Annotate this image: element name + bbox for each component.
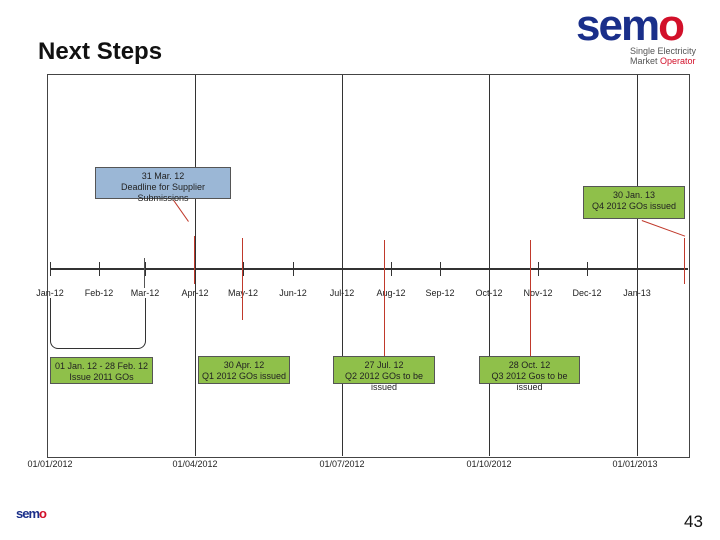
event-marker bbox=[194, 236, 195, 284]
month-tick bbox=[440, 262, 441, 276]
month-tick bbox=[587, 262, 588, 276]
callout-text: Q1 2012 GOs issued bbox=[201, 371, 287, 381]
callout-q3-2012: 28 Oct. 12 Q3 2012 Gos to be issued bbox=[479, 356, 580, 392]
callout-date: 30 Apr. 12 bbox=[223, 360, 265, 370]
month-tick bbox=[293, 262, 294, 276]
month-tick bbox=[195, 262, 196, 276]
logo-subtitle-line2: Market Operator bbox=[630, 56, 696, 66]
month-tick bbox=[243, 262, 244, 276]
callout-q1-2012: 30 Apr. 12 Q1 2012 GOs issued bbox=[198, 356, 290, 384]
event-marker bbox=[384, 240, 385, 356]
month-label: Jul-12 bbox=[329, 288, 355, 298]
month-label: Aug-12 bbox=[376, 288, 406, 298]
month-label: Jan-12 bbox=[36, 288, 64, 298]
quarter-date-label: 01/01/2012 bbox=[27, 459, 73, 469]
month-tick bbox=[489, 262, 490, 276]
callout-date: 31 Mar. 12 bbox=[141, 171, 185, 181]
month-label: Feb-12 bbox=[84, 288, 114, 298]
date-range-brace bbox=[50, 298, 146, 349]
month-tick bbox=[50, 262, 51, 276]
quarter-date-label: 01/07/2012 bbox=[319, 459, 365, 469]
callout-q4-2012: 30 Jan. 13 Q4 2012 GOs issued bbox=[583, 186, 685, 219]
callout-date: 30 Jan. 13 bbox=[612, 190, 656, 200]
month-label: Jun-12 bbox=[279, 288, 307, 298]
page-number: 43 bbox=[684, 512, 703, 531]
callout-q2-2012: 27 Jul. 12 Q2 2012 GOs to be issued bbox=[333, 356, 435, 392]
callout-date: 28 Oct. 12 bbox=[508, 360, 551, 370]
callout-text: Deadline for Supplier Submissions bbox=[120, 182, 206, 203]
month-label: Mar-12 bbox=[130, 288, 160, 298]
event-marker bbox=[530, 240, 531, 356]
month-label: Apr-12 bbox=[181, 288, 209, 298]
logo-wordmark: semo bbox=[576, 1, 685, 50]
month-label: May-12 bbox=[223, 288, 263, 298]
event-marker bbox=[242, 238, 243, 320]
month-label: Nov-12 bbox=[523, 288, 553, 298]
slide-title: Next Steps bbox=[38, 38, 163, 65]
semo-logo: semo Single Electricity Market Operator bbox=[576, 1, 712, 67]
callout-supplier-deadline: 31 Mar. 12 Deadline for Supplier Submiss… bbox=[95, 167, 231, 203]
month-tick bbox=[391, 262, 392, 276]
footer-logo: semo bbox=[16, 506, 47, 521]
month-tick bbox=[145, 262, 146, 276]
quarter-date-label: 01/04/2012 bbox=[172, 459, 218, 469]
month-tick bbox=[342, 262, 343, 276]
month-label: Dec-12 bbox=[572, 288, 602, 298]
event-marker bbox=[144, 258, 145, 288]
callout-date: 27 Jul. 12 bbox=[364, 360, 404, 370]
timeline-axis bbox=[50, 268, 688, 270]
quarter-date-label: 01/01/2013 bbox=[612, 459, 658, 469]
month-label: Sep-12 bbox=[425, 288, 455, 298]
callout-text: Q4 2012 GOs issued bbox=[591, 201, 677, 211]
callout-text: Q2 2012 GOs to be issued bbox=[344, 371, 424, 392]
month-tick bbox=[637, 262, 638, 276]
timeline-frame bbox=[47, 74, 690, 458]
callout-date: 01 Jan. 12 - 28 Feb. 12 bbox=[54, 361, 149, 371]
month-tick bbox=[99, 262, 100, 276]
callout-text: Issue 2011 GOs bbox=[69, 372, 134, 382]
callout-issue-2011: 01 Jan. 12 - 28 Feb. 12 Issue 2011 GOs bbox=[50, 357, 153, 384]
month-label: Jan-13 bbox=[623, 288, 651, 298]
month-label: Oct-12 bbox=[475, 288, 503, 298]
logo-subtitle-line1: Single Electricity bbox=[630, 46, 697, 56]
month-tick bbox=[538, 262, 539, 276]
callout-text: Q3 2012 Gos to be issued bbox=[491, 371, 568, 392]
event-marker bbox=[684, 238, 685, 284]
quarter-date-label: 01/10/2012 bbox=[466, 459, 512, 469]
